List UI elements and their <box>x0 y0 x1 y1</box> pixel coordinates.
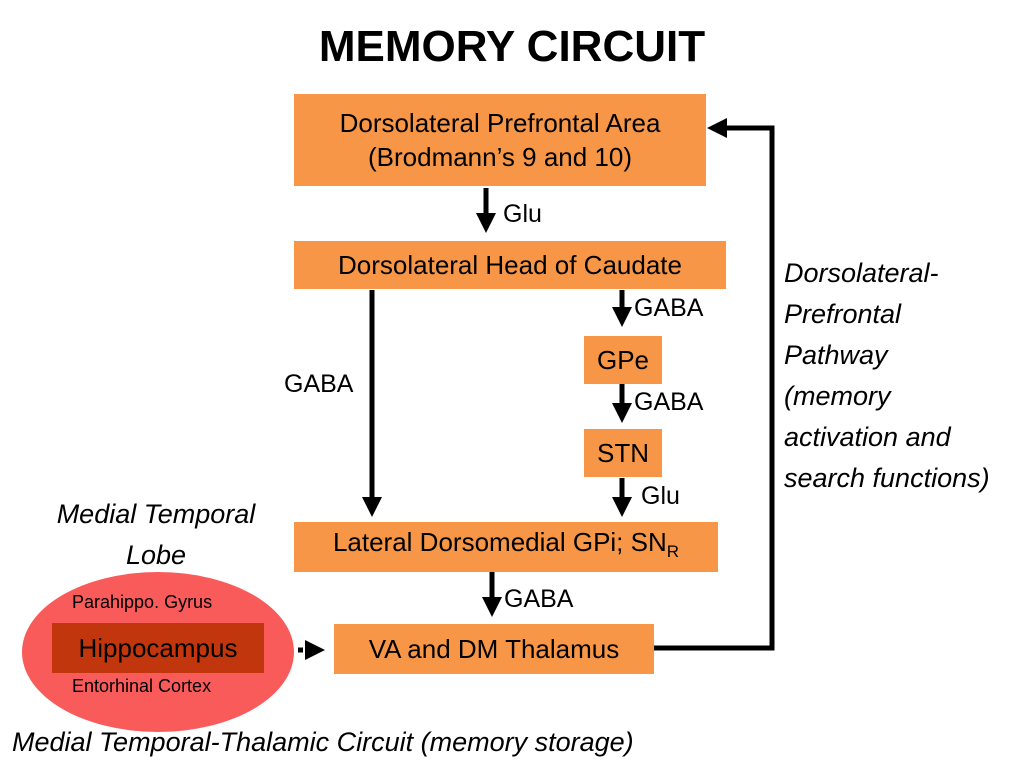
pathway-description: Dorsolateral- Prefrontal Pathway (memory… <box>784 253 990 499</box>
box-gpi-label: Lateral Dorsomedial GPi; SNR <box>333 525 679 569</box>
page-title: MEMORY CIRCUIT <box>318 22 706 71</box>
box-caudate: Dorsolateral Head of Caudate <box>294 241 726 289</box>
box-dlpfc-line1: Dorsolateral Prefrontal Area <box>339 108 661 138</box>
entorhinal-label: Entorhinal Cortex <box>72 676 212 696</box>
hippocampus-box: Hippocampus <box>52 623 264 673</box>
pathway-line: (memory <box>784 381 891 411</box>
mtl-heading: Medial Temporal Lobe <box>24 494 288 576</box>
label-glu-stn-gpi: Glu <box>641 482 680 510</box>
mtl-heading-line2: Lobe <box>125 540 187 570</box>
box-gpe-label: GPe <box>596 345 650 375</box>
footer-caption: Medial Temporal-Thalamic Circuit (memory… <box>12 727 634 757</box>
box-gpe: GPe <box>584 336 662 384</box>
parahippo-label: Parahippo. Gyrus <box>72 592 213 612</box>
arrow-thalamus-to-dlpfc <box>654 118 775 651</box>
pathway-line: Prefrontal <box>784 299 902 329</box>
box-dlpfc: Dorsolateral Prefrontal Area (Brodmann’s… <box>294 94 706 186</box>
box-gpi-main: Lateral Dorsomedial GPi; SN <box>332 527 667 557</box>
box-thalamus: VA and DM Thalamus <box>334 624 654 674</box>
label-gaba-caudate-gpi: GABA <box>284 370 354 398</box>
hippocampus-label: Hippocampus <box>78 632 238 663</box>
box-stn: STN <box>584 429 662 477</box>
pathway-line: activation and <box>784 422 951 452</box>
box-gpi: Lateral Dorsomedial GPi; SNR <box>294 522 718 572</box>
label-gaba-gpi-thalamus: GABA <box>504 585 574 613</box>
label-gaba-gpe-stn: GABA <box>634 388 704 416</box>
box-gpi-subscript: R <box>666 542 680 561</box>
box-dlpfc-line2: (Brodmann’s 9 and 10) <box>367 142 632 172</box>
label-glu-dlpfc: Glu <box>503 200 542 228</box>
label-gaba-caudate-gpe: GABA <box>634 294 704 322</box>
pathway-line: Dorsolateral- <box>784 258 939 288</box>
box-thalamus-label: VA and DM Thalamus <box>368 634 620 664</box>
pathway-line: search functions) <box>784 463 990 493</box>
box-stn-label: STN <box>597 438 649 468</box>
pathway-line: Pathway <box>784 340 888 370</box>
mtl-heading-line1: Medial Temporal <box>56 499 256 529</box>
box-caudate-label: Dorsolateral Head of Caudate <box>338 250 682 280</box>
